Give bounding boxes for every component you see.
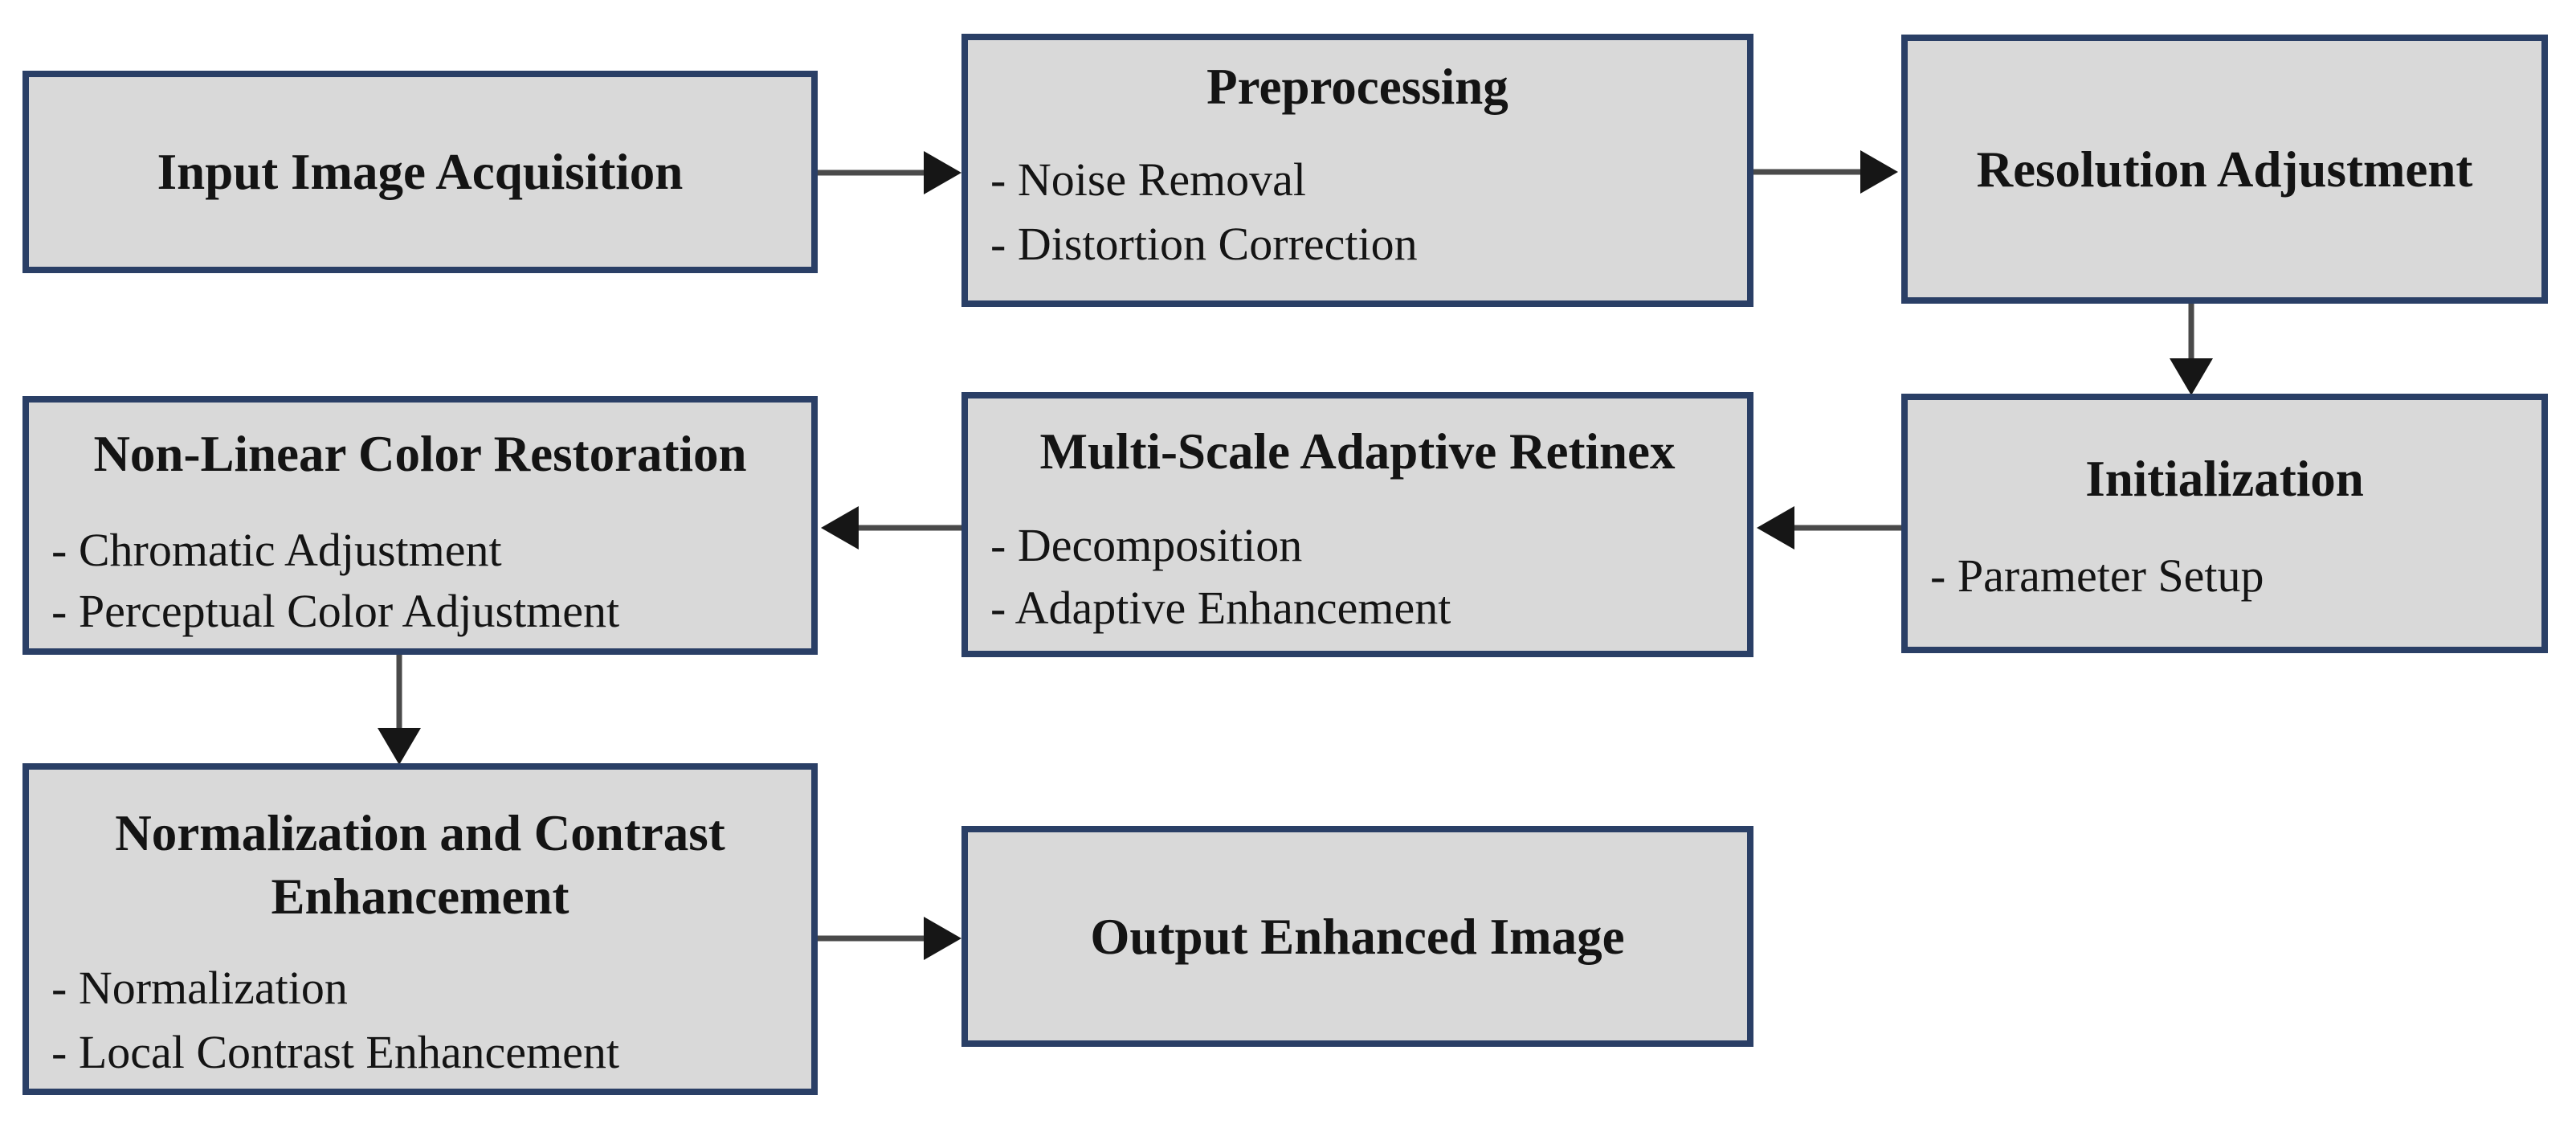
bullet-item: - Perceptual Color Adjustment	[51, 585, 620, 637]
bullet-item: - Distortion Correction	[990, 218, 1418, 270]
arrow-resolution-to-initialization	[2170, 304, 2213, 395]
node-title: Input Image Acquisition	[157, 144, 684, 200]
node-non-linear-color-restoration: Non-Linear Color Restoration - Chromatic…	[22, 396, 818, 655]
node-bullet-list: - Chromatic Adjustment - Perceptual Colo…	[29, 520, 811, 642]
node-title: Resolution Adjustment	[1976, 141, 2473, 198]
node-preprocessing: Preprocessing - Noise Removal - Distorti…	[961, 34, 1753, 307]
bullet-item: - Local Contrast Enhancement	[51, 1026, 620, 1078]
arrow-preprocessing-to-resolution	[1753, 150, 1898, 194]
arrow-input-to-preprocessing	[818, 151, 961, 194]
node-normalization-and-contrast-enhancement: Normalization and Contrast Enhancement -…	[22, 763, 818, 1095]
bullet-item: - Chromatic Adjustment	[51, 524, 502, 576]
node-title: Non-Linear Color Restoration	[93, 426, 747, 482]
node-initialization: Initialization - Parameter Setup	[1901, 394, 2548, 653]
node-title: Multi-Scale Adaptive Retinex	[1039, 423, 1676, 480]
arrow-initialization-to-retinex	[1757, 506, 1901, 550]
node-title: Initialization	[2085, 451, 2364, 507]
bullet-item: - Adaptive Enhancement	[990, 582, 1451, 634]
node-bullet-list: - Decomposition - Adaptive Enhancement	[968, 514, 1747, 640]
node-bullet-list: - Parameter Setup	[1908, 544, 2541, 608]
node-output-enhanced-image: Output Enhanced Image	[961, 826, 1753, 1047]
arrow-normalization-to-output	[818, 917, 961, 960]
bullet-item: - Decomposition	[990, 519, 1303, 571]
bullet-item: - Normalization	[51, 962, 348, 1014]
node-title: Normalization and Contrast Enhancement	[115, 805, 725, 925]
node-title: Output Enhanced Image	[1090, 908, 1625, 965]
node-resolution-adjustment: Resolution Adjustment	[1901, 35, 2548, 304]
arrow-retinex-to-nonlinear	[821, 506, 961, 550]
arrow-nonlinear-to-normalization	[378, 655, 421, 765]
node-bullet-list: - Normalization - Local Contrast Enhance…	[29, 956, 811, 1085]
node-bullet-list: - Noise Removal - Distortion Correction	[968, 148, 1747, 276]
node-title: Preprocessing	[1206, 59, 1508, 115]
node-input-image-acquisition: Input Image Acquisition	[22, 71, 818, 273]
node-multi-scale-adaptive-retinex: Multi-Scale Adaptive Retinex - Decomposi…	[961, 392, 1753, 657]
bullet-item: - Parameter Setup	[1930, 550, 2264, 602]
bullet-item: - Noise Removal	[990, 153, 1307, 206]
